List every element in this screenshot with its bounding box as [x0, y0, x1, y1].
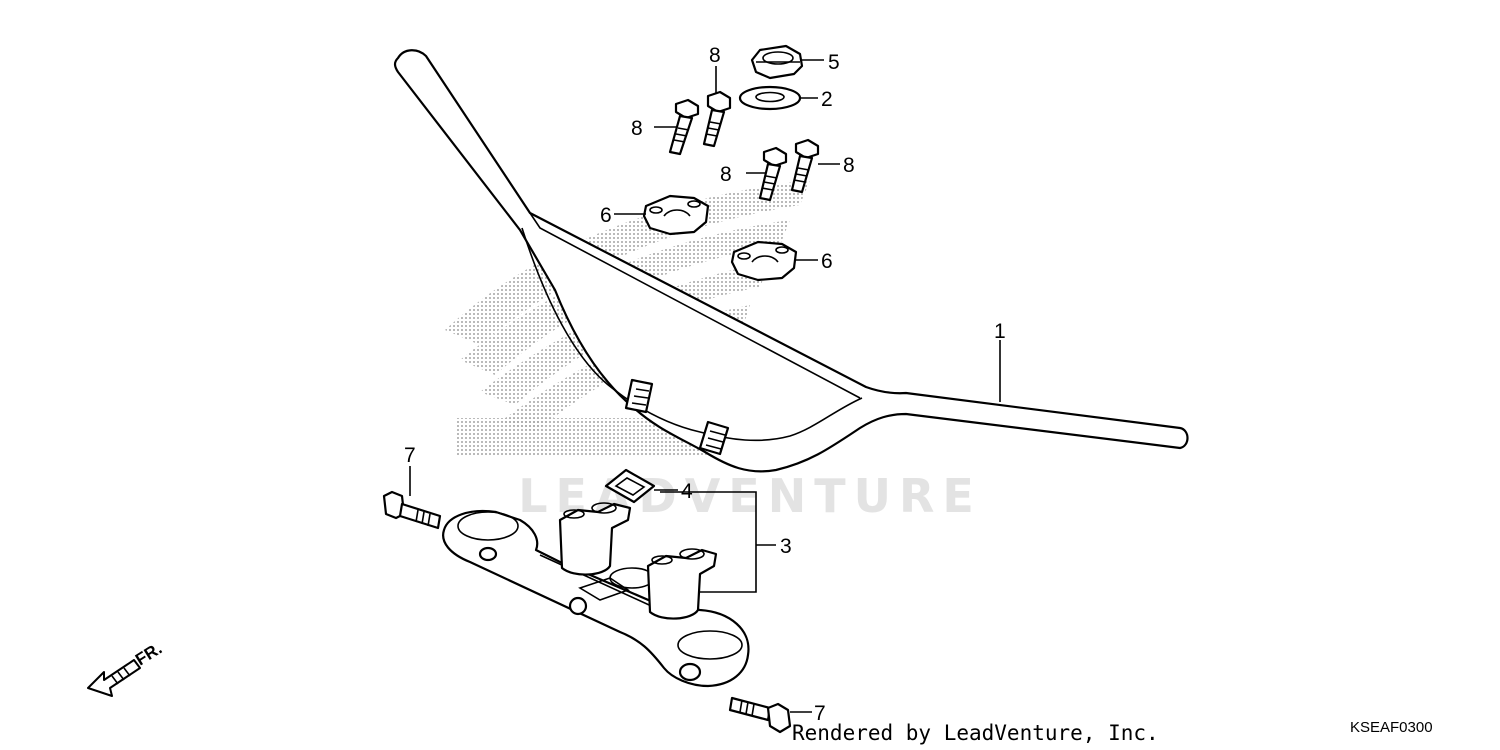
upper-holder-a[interactable]	[642, 194, 710, 236]
nut[interactable]	[750, 44, 804, 80]
rubber-pad[interactable]	[604, 468, 656, 504]
leader-lines	[409, 59, 1001, 713]
grip-knurl-right	[698, 420, 730, 456]
callout-6a: 6	[600, 204, 612, 227]
grip-knurl-left	[624, 378, 654, 414]
washer[interactable]	[738, 85, 802, 111]
pinch-bolt-b[interactable]	[728, 696, 792, 734]
footer-credit: Rendered by LeadVenture, Inc.	[792, 721, 1159, 745]
upper-holder-b[interactable]	[730, 240, 798, 282]
callout-7a: 7	[404, 444, 416, 467]
callout-8d: 8	[843, 154, 855, 177]
front-arrow-icon: FR.	[87, 639, 165, 697]
diagram-code: KSEAF0300	[1350, 719, 1433, 736]
bolt-a[interactable]	[668, 98, 700, 156]
callout-2: 2	[821, 88, 833, 111]
bolt-b[interactable]	[702, 90, 732, 148]
callout-8a: 8	[709, 44, 721, 67]
callout-3: 3	[780, 535, 792, 558]
callout-6b: 6	[821, 250, 833, 273]
callout-7b: 7	[814, 702, 826, 725]
callout-1: 1	[994, 320, 1006, 343]
callout-8b: 8	[631, 117, 643, 140]
callouts: 1 2 3 4 5 6 6 7 7 8 8 8 8	[404, 44, 1006, 725]
callout-8c: 8	[720, 163, 732, 186]
bolt-c[interactable]	[758, 146, 788, 202]
callout-5: 5	[828, 51, 840, 74]
bolt-d[interactable]	[790, 138, 820, 194]
handlebar[interactable]	[393, 49, 1189, 473]
callout-4: 4	[681, 480, 693, 503]
top-bridge[interactable]	[442, 502, 750, 688]
pinch-bolt-a[interactable]	[382, 490, 442, 530]
